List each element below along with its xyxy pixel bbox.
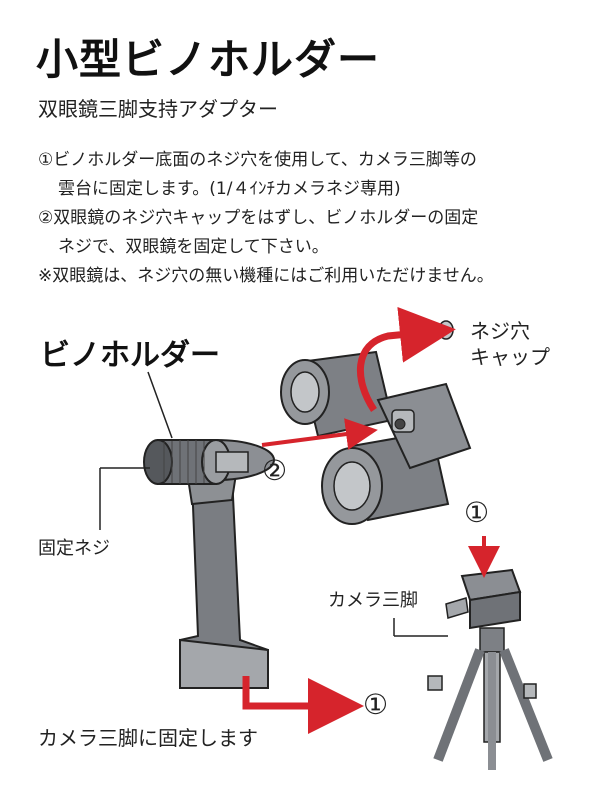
step1-line2: 雲台に固定します。(1/４ｲﾝﾁカメラネジ専用) — [58, 179, 401, 199]
arrow-holder-to-binoculars — [261, 418, 378, 450]
fix-label: カメラ三脚に固定します — [38, 726, 258, 750]
step-1-marker-top: ① — [464, 496, 490, 529]
step2-line2: ネジで、双眼鏡を固定して下さい。 — [58, 237, 329, 257]
step2-line1: ②双眼鏡のネジ穴キャップをはずし、ビノホルダーの固定 — [38, 208, 479, 228]
screw-cap-label: ネジ穴 キャップ — [470, 318, 550, 370]
page-title: 小型ビノホルダー — [36, 35, 381, 84]
knob-label: 固定ネジ — [38, 538, 110, 559]
locking-knob — [143, 439, 275, 485]
tripod-label: カメラ三脚 — [328, 590, 418, 611]
camera-tripod-illustration — [427, 568, 553, 770]
arrow-remove-cap — [356, 306, 456, 412]
arrow-holder-to-tripod — [242, 676, 364, 734]
instructions: ①ビノホルダー底面のネジ穴を使用して、カメラ三脚等の 雲台に固定します。(1/４… — [38, 146, 578, 291]
step-1-marker-bottom: ① — [363, 688, 389, 721]
note-line: ※双眼鏡は、ネジ穴の無い機種にはご利用いただけません。 — [38, 266, 494, 286]
binoculars-illustration — [280, 320, 472, 525]
step1-line1: ①ビノホルダー底面のネジ穴を使用して、カメラ三脚等の — [38, 150, 477, 170]
screw-cap-label-line1: ネジ穴 — [470, 319, 530, 343]
holder-label: ビノホルダー — [40, 338, 220, 373]
screw-cap-label-line2: キャップ — [470, 345, 550, 369]
screw-cap-part — [438, 320, 454, 340]
bino-holder-illustration — [143, 439, 275, 689]
holder-leader-line — [147, 371, 173, 439]
page-subtitle: 双眼鏡三脚支持アダプター — [38, 97, 278, 121]
step-2-marker: ② — [262, 454, 288, 487]
